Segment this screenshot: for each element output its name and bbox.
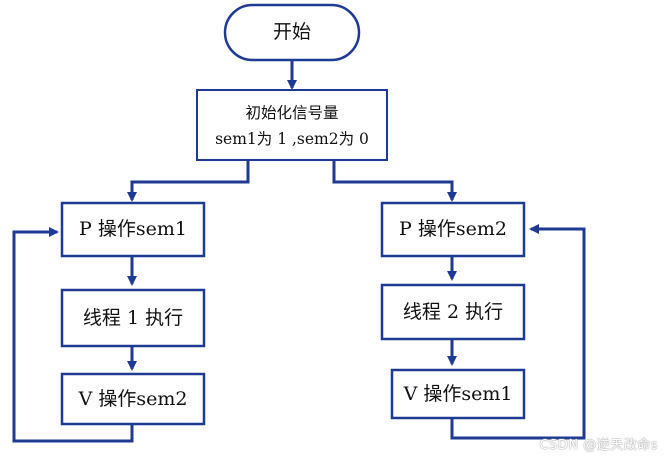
edge-init-to-right-p [332, 160, 457, 202]
init-label-line2: sem1为 1 ,sem2为 0 [215, 130, 369, 148]
init-node: 初始化信号量 sem1为 1 ,sem2为 0 [196, 89, 388, 161]
right-p-label: P 操作sem2 [399, 218, 507, 240]
init-box [196, 89, 388, 161]
left-p-box [60, 201, 206, 258]
left-p-node: P 操作sem1 [60, 201, 206, 258]
right-exec-label: 线程 2 执行 [403, 301, 503, 323]
right-exec-box [380, 283, 526, 341]
left-exec-label: 线程 1 执行 [83, 307, 183, 329]
right-exec-node: 线程 2 执行 [380, 283, 526, 341]
left-exec-box [60, 288, 206, 348]
right-v-node: V 操作sem1 [390, 368, 526, 420]
init-label-line1: 初始化信号量 [245, 104, 338, 122]
left-p-label: P 操作sem1 [79, 218, 187, 240]
edge-right-loop [450, 224, 586, 440]
right-v-label: V 操作sem1 [403, 383, 513, 405]
edges [12, 60, 586, 443]
left-exec-node: 线程 1 执行 [60, 288, 206, 348]
left-v-box [60, 372, 206, 426]
right-v-box [390, 368, 526, 420]
right-p-box [380, 201, 526, 258]
left-v-node: V 操作sem2 [60, 372, 206, 426]
left-v-label: V 操作sem2 [78, 388, 188, 410]
right-p-node: P 操作sem2 [380, 201, 526, 258]
watermark: CSDN @逆天改命s [539, 438, 658, 453]
start-terminal [223, 3, 361, 62]
edge-init-to-left-p [127, 160, 250, 202]
edge-left-loop [12, 227, 134, 443]
start-node: 开始 [223, 3, 361, 62]
start-label: 开始 [273, 21, 311, 43]
